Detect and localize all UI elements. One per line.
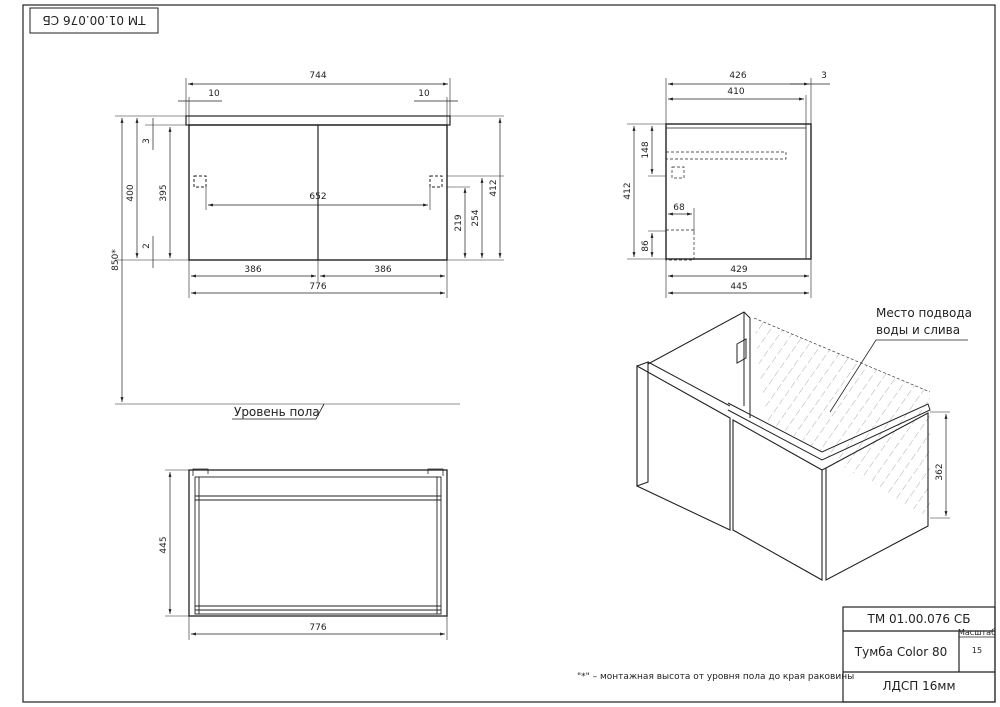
dim-iso-362: 362 <box>935 463 945 480</box>
floor-leader <box>232 403 325 420</box>
dim-front-400: 400 <box>126 184 136 201</box>
dim-top-445: 445 <box>159 536 169 553</box>
service-zone-hatch <box>754 318 930 518</box>
dim-side-86: 86 <box>641 240 651 252</box>
iso-back-panel <box>647 311 751 418</box>
dim-front-850: 850* <box>111 249 121 271</box>
dim-side-148: 148 <box>641 141 651 158</box>
dim-front-254: 254 <box>471 209 481 226</box>
front-view <box>115 78 504 420</box>
dim-front-744: 744 <box>309 71 326 81</box>
side-bracket <box>671 166 685 179</box>
iso-right-side <box>825 412 929 581</box>
iso-view <box>636 311 968 581</box>
top-inner <box>194 476 442 615</box>
dim-side-3: 3 <box>821 71 827 81</box>
code-stamp-mirrored: ТМ 01.00.076 СБ <box>29 7 159 34</box>
iso-top-rail-front <box>647 361 731 407</box>
dim-front-10-left: 10 <box>208 89 220 99</box>
dim-front-386-left: 386 <box>244 265 261 275</box>
dim-front-219: 219 <box>454 214 464 231</box>
scale-value: 15 <box>972 646 982 655</box>
side-plumbing-upper <box>665 151 787 160</box>
title-block-code: ТМ 01.00.076 СБ <box>867 612 971 626</box>
iso-view-labels: 362 Место подвода воды и слива <box>876 306 972 481</box>
top-view <box>165 468 448 640</box>
dim-front-10-right: 10 <box>418 89 430 99</box>
dim-front-395: 395 <box>159 184 169 201</box>
bracket-right <box>429 175 443 188</box>
front-top-panel <box>185 115 451 126</box>
mounting-footnote: "*" – монтажная высота от уровня пола до… <box>577 672 854 682</box>
top-view-labels: 445 776 <box>159 536 327 633</box>
dim-front-386-right: 386 <box>374 265 391 275</box>
utility-leader <box>829 339 968 413</box>
product-name: Тумба Color 80 <box>854 645 947 659</box>
top-bracket-left <box>192 468 209 476</box>
utility-note-line1: Место подвода <box>876 306 972 320</box>
dim-front-652: 652 <box>309 192 326 202</box>
iso-bracket <box>736 338 747 364</box>
dim-front-412: 412 <box>489 179 499 196</box>
dim-side-445: 445 <box>730 282 747 292</box>
iso-top-rail <box>727 402 931 461</box>
side-view <box>627 78 830 298</box>
dim-front-3: 3 <box>142 138 152 144</box>
material-label: ЛДСП 16мм <box>883 679 956 693</box>
iso-door-left <box>636 365 731 531</box>
dim-side-412: 412 <box>623 182 633 199</box>
scale-label: Масштаб <box>958 628 996 637</box>
front-view-labels: 744 10 10 652 386 386 776 3 400 395 2 85… <box>111 71 499 419</box>
iso-left-side <box>636 361 649 487</box>
service-zone-border <box>753 317 931 393</box>
dim-front-776: 776 <box>309 282 326 292</box>
top-bracket-right <box>427 468 444 476</box>
top-outer <box>188 469 448 617</box>
iso-door-right <box>732 419 823 581</box>
dim-front-2: 2 <box>142 243 152 249</box>
side-view-labels: 426 3 410 148 412 68 86 429 445 <box>623 71 827 292</box>
code-stamp-text: ТМ 01.00.076 СБ <box>43 13 147 27</box>
dim-side-426: 426 <box>729 71 746 81</box>
dim-top-776: 776 <box>309 623 326 633</box>
dim-side-410: 410 <box>727 87 744 97</box>
title-block <box>842 606 996 703</box>
dim-side-68: 68 <box>673 203 685 213</box>
drawing-frame <box>22 4 996 703</box>
dim-side-429: 429 <box>730 265 747 275</box>
side-plumbing-lower <box>665 229 695 261</box>
bracket-left <box>193 175 207 188</box>
utility-note-line2: воды и слива <box>876 323 960 337</box>
floor-level-label: Уровень пола <box>234 405 320 419</box>
side-body <box>665 123 812 260</box>
title-block-text: ТМ 01.00.076 СБ Тумба Color 80 Масштаб 1… <box>854 612 996 693</box>
